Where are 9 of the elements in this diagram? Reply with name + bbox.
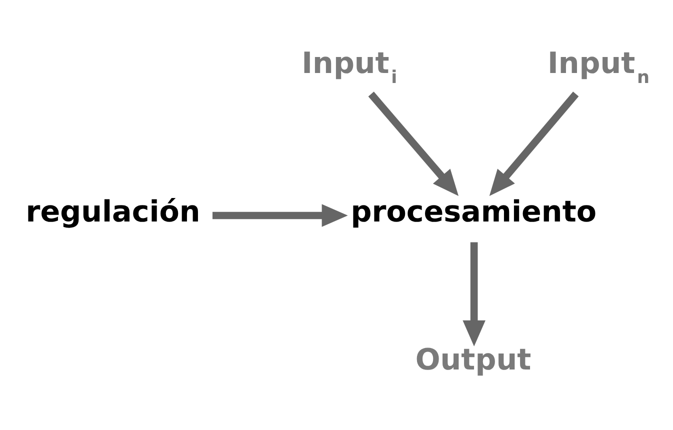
node-text: Input$_{i}$ [302, 46, 398, 88]
arrow [368, 91, 459, 196]
arrow [489, 91, 579, 196]
node-text: Output [415, 342, 532, 376]
node-text: regulación [26, 194, 200, 228]
node-text: Input$_{n}$ [547, 46, 650, 88]
arrow [462, 242, 486, 346]
arrow [212, 204, 348, 226]
node-text: procesamiento [350, 194, 596, 228]
